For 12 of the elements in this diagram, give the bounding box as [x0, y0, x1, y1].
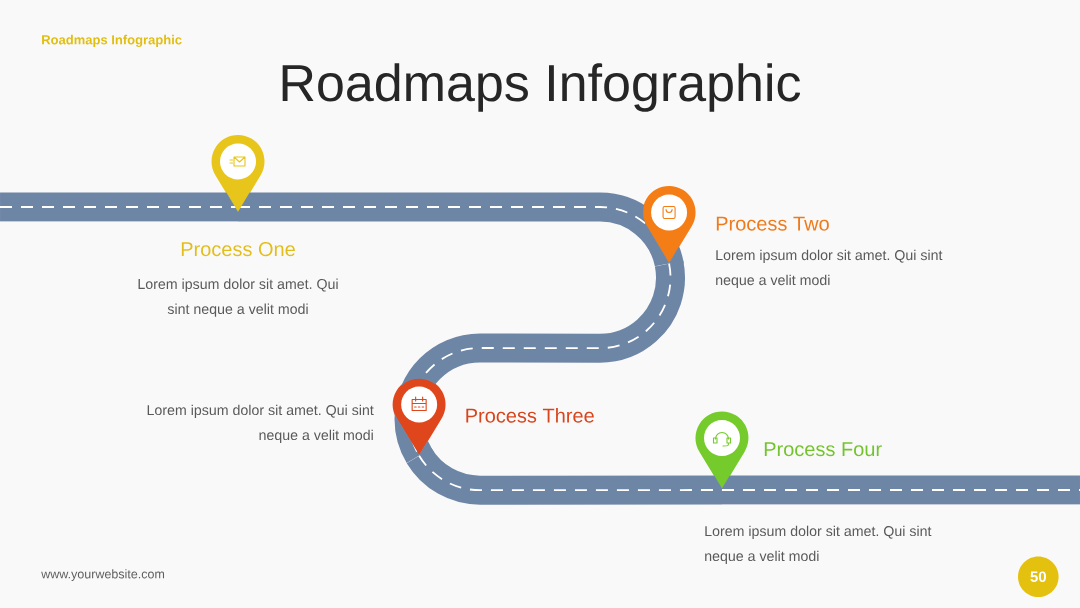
- description: Lorem ipsum dolor sit amet. Qui sint neque a velit modi: [705, 525, 932, 564]
- header-text: Roadmaps Infographic: [42, 34, 182, 48]
- description: Lorem ipsum dolor sit amet. Qui sint neque a velit modi: [147, 404, 374, 443]
- heading: Process One: [181, 242, 295, 257]
- heading: Process Two: [716, 216, 829, 231]
- description: Lorem ipsum dolor sit amet. Qui sint neque a velit modi: [138, 278, 338, 317]
- page-number-badge: 50: [1018, 556, 1059, 597]
- description: Lorem ipsum dolor sit amet. Qui sint neque a velit modi: [716, 249, 943, 288]
- heading: Process Four: [764, 442, 882, 457]
- heading: Process Three: [466, 408, 594, 423]
- footer-text: www.yourwebsite.com: [41, 569, 164, 581]
- title: Roadmaps Infographic: [282, 63, 801, 112]
